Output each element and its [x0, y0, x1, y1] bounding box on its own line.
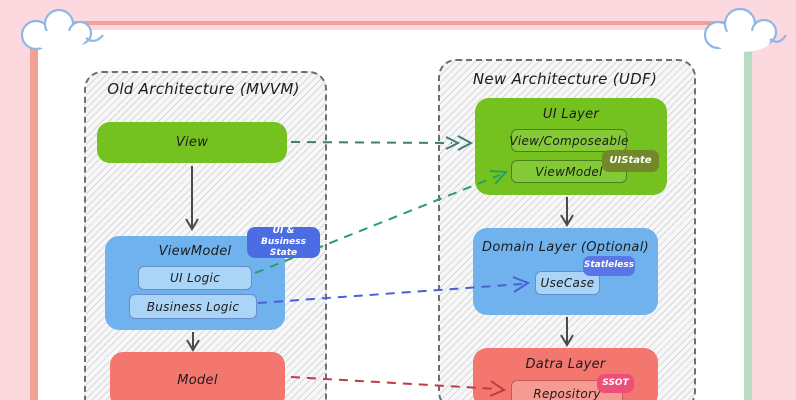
- ui-business-state-badge: UI & Business State: [247, 226, 320, 258]
- data-layer-label: Datra Layer: [525, 357, 606, 372]
- new-architecture-title: New Architecture (UDF): [472, 70, 658, 88]
- ssot-badge: SSOT: [597, 374, 634, 393]
- stateless-badge: Statleless: [583, 256, 635, 276]
- domain-layer-label: Domain Layer (Optional): [482, 240, 649, 255]
- frame-right-stripe: [744, 40, 752, 400]
- cloud-icon: [20, 8, 104, 51]
- repository-label: Repository: [533, 387, 601, 400]
- model-label: Model: [177, 372, 218, 388]
- cloud-icon: [703, 7, 787, 52]
- model-box: Model: [110, 352, 285, 400]
- business-logic-label: Business Logic: [146, 299, 240, 314]
- frame-left-stripe: [30, 30, 38, 400]
- view-composeable-box: View/Composeable: [509, 129, 629, 152]
- new-viewmodel-label: ViewModel: [535, 164, 603, 179]
- ui-layer-label: UI Layer: [542, 107, 600, 122]
- ui-layer-box: UI Layer View/Composeable ViewModel: [475, 98, 667, 195]
- new-viewmodel-box: ViewModel: [511, 160, 627, 183]
- frame-top-line: [58, 21, 738, 25]
- viewmodel-label: ViewModel: [158, 244, 232, 259]
- view-box: View: [97, 122, 287, 163]
- ui-logic-box: UI Logic: [138, 266, 252, 290]
- uistate-badge: UIState: [602, 150, 659, 172]
- business-logic-box: Business Logic: [129, 294, 257, 319]
- old-architecture-title: Old Architecture (MVVM): [107, 80, 300, 98]
- usecase-label: UseCase: [540, 276, 595, 290]
- repository-box: Repository: [511, 380, 623, 400]
- ui-logic-label: UI Logic: [169, 271, 221, 285]
- view-label: View: [175, 135, 209, 150]
- view-composeable-label: View/Composeable: [509, 133, 629, 148]
